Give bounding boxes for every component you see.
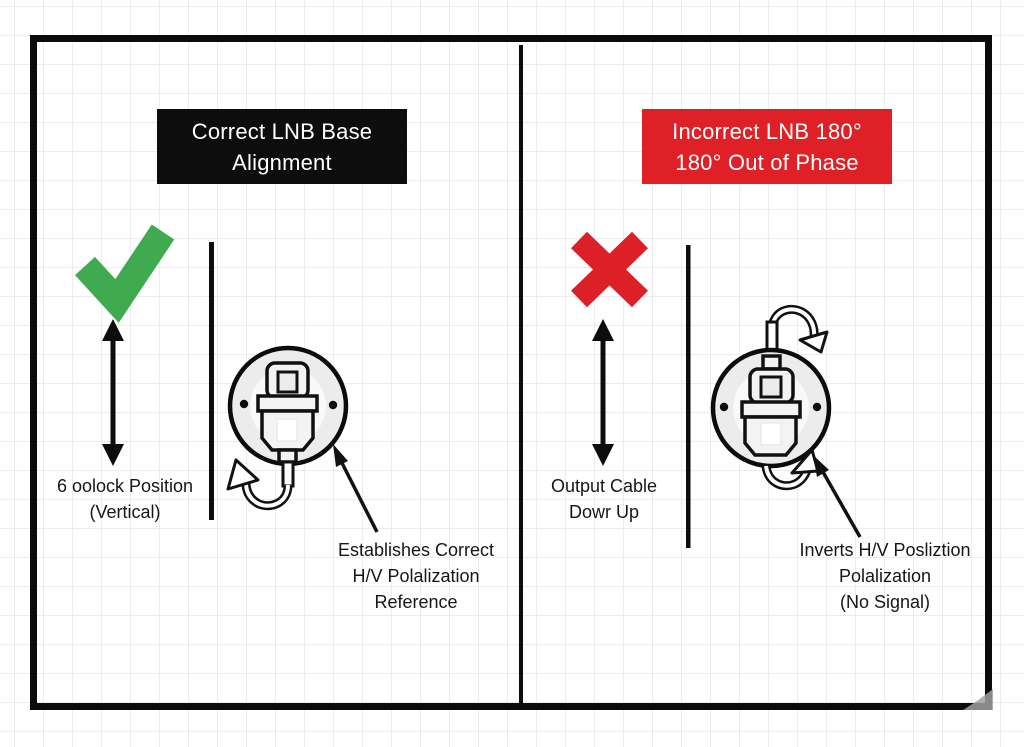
right-annotation-label: Inverts H/V Posliztion Polalization (No … [770,537,1000,615]
counterclockwise-curved-arrow-icon [226,458,293,511]
left-screw-dot-left [239,399,249,409]
left-screw-dot-right [328,400,338,410]
cross-stroke-2 [571,231,648,308]
right-annotation-arrow [813,455,862,538]
right-lnb-diagram [710,304,832,491]
left-reference-line [209,242,214,520]
left-lnb-connector [256,361,319,488]
left-position-line2: (Vertical) [89,502,161,522]
right-annotation-line1: Inverts H/V Posliztion [799,540,971,560]
right-annotation-line3: (No Signal) [839,592,931,612]
left-position-line1: 6 oolock Position [56,476,194,496]
left-annotation-line1: Establishes Correct [337,540,495,560]
right-screw-dot-right [812,402,822,412]
right-panel-header: Incorrect LNB 180° 180° Out of Phase [642,109,892,184]
right-position-line1: Output Cable [550,476,658,496]
right-position-line2: Dowr Up [568,502,639,522]
left-panel-header: Correct LNB Base Alignment [157,109,407,184]
right-double-vertical-arrow-icon [592,319,614,466]
panel-divider [519,45,523,704]
checkmark-icon [75,224,175,323]
right-screw-dot-left [719,402,729,412]
clockwise-curved-arrow-top-icon [767,304,829,354]
left-lnb-diagram [226,345,349,511]
right-header-line2: 180° Out of Phase [675,149,859,175]
cross-icon [571,231,648,308]
right-header-line1: Incorrect LNB 180° [672,118,862,144]
right-lnb-connector [740,354,802,457]
right-annotation-line2: Polalization [838,566,932,586]
left-annotation-label: Establishes Correct H/V Polalization Ref… [302,537,530,615]
right-position-label: Output Cable Dowr Up [504,473,704,525]
left-annotation-line2: H/V Polalization [352,566,480,586]
left-annotation-line3: Reference [374,592,458,612]
diagram-border [30,35,992,710]
left-double-vertical-arrow-icon [102,319,124,466]
right-reference-line [686,245,691,548]
left-header-line1: Correct LNB Base [191,118,373,144]
left-position-label: 6 oolock Position (Vertical) [25,473,225,525]
left-header-line2: Alignment [232,149,332,175]
left-annotation-arrow [333,444,379,533]
watermark-shape [963,689,993,710]
